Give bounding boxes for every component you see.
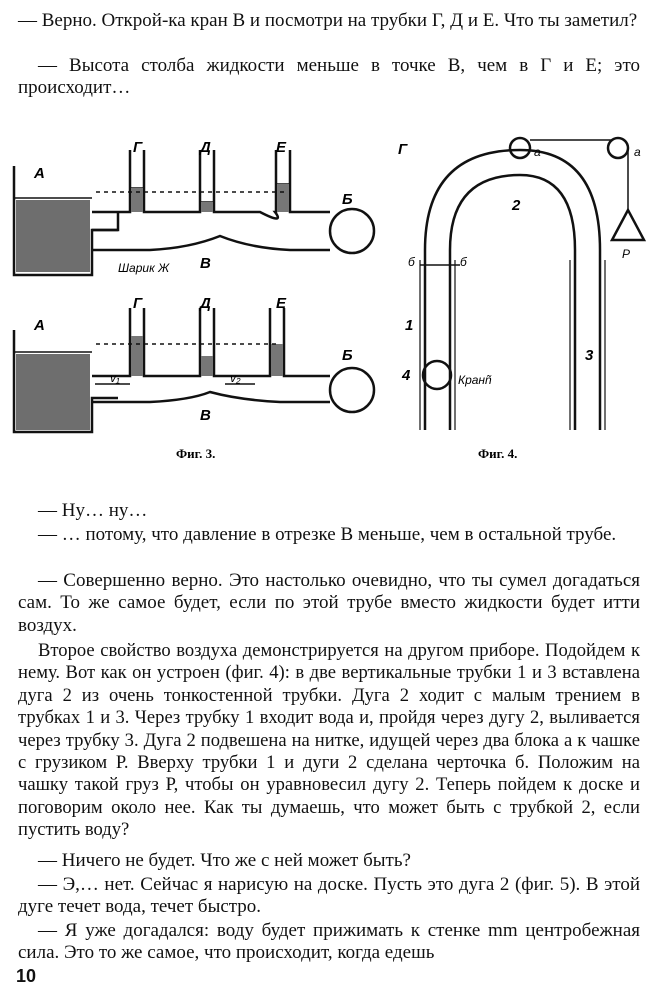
- fig4-label-three: 3: [585, 347, 594, 364]
- fig3b-label-e: Е: [276, 295, 287, 312]
- fig3b-label-b: Б: [342, 347, 353, 364]
- fig3b-label-a: А: [33, 317, 45, 334]
- fig3-label-v: В: [200, 255, 211, 272]
- paragraph-3: — Ну… ну…: [38, 500, 148, 521]
- fig3-label-v1: v₁: [110, 371, 120, 385]
- fig4-label-b1: б: [408, 255, 416, 269]
- fig4-label-a1: а: [534, 145, 541, 159]
- fig3-label-a: А: [33, 165, 45, 182]
- fig4-label-one: 1: [405, 317, 413, 334]
- fig3b-label-g: Г: [133, 295, 143, 312]
- fig4-drawing: [419, 136, 647, 430]
- paragraph-6: Второе свойство воздуха демонстрируется …: [18, 640, 640, 841]
- fig3-caption: Фиг. 3.: [176, 446, 215, 461]
- fig3-label-ball: Шарик Ж: [118, 261, 170, 275]
- fig4-label-b2: б: [460, 255, 468, 269]
- paragraph-5: — Совершенно верно. Это настолько очевид…: [18, 570, 640, 636]
- fig3b-label-v: В: [200, 407, 211, 424]
- page-number: 10: [16, 966, 37, 986]
- paragraph-9: — Я уже догадался: воду будет прижимать …: [18, 920, 640, 964]
- fig4-label-p: Р: [622, 247, 630, 261]
- fig3-label-v2: v₂: [230, 371, 241, 385]
- fig4-label-four: 4: [401, 367, 411, 384]
- fig4-caption: Фиг. 4.: [478, 446, 517, 461]
- paragraph-2: — Высота столба жидкости меньше в точке …: [18, 55, 640, 99]
- fig3-label-b: Б: [342, 191, 353, 208]
- fig4-label-two: 2: [511, 197, 521, 214]
- fig3-label-e: Е: [276, 139, 287, 156]
- fig3-lower: [12, 308, 376, 434]
- paragraph-8: — Э,… нет. Сейчас я нарисую на доске. Пу…: [18, 874, 640, 918]
- paragraph-4: — … потому, что давление в отрезке В мен…: [38, 524, 617, 545]
- fig4-label-a2: а: [634, 145, 641, 159]
- fig4-label-g: Г: [398, 141, 408, 158]
- fig3-label-d: Д: [198, 139, 211, 156]
- fig3-label-g: Г: [133, 139, 143, 156]
- paragraph-7: — Ничего не будет. Что же с ней может бы…: [38, 850, 411, 871]
- fig4-label-tap: Кранñ: [458, 373, 492, 387]
- fig3-upper: [12, 150, 376, 277]
- fig3b-label-d: Д: [198, 295, 211, 312]
- paragraph-1: — Верно. Открой-ка кран В и посмотри на …: [18, 10, 638, 31]
- figures-3-4: А Г Д Е Б В Шарик Ж А Г Д Е Б В v₁ v₂ Фи…: [12, 136, 647, 461]
